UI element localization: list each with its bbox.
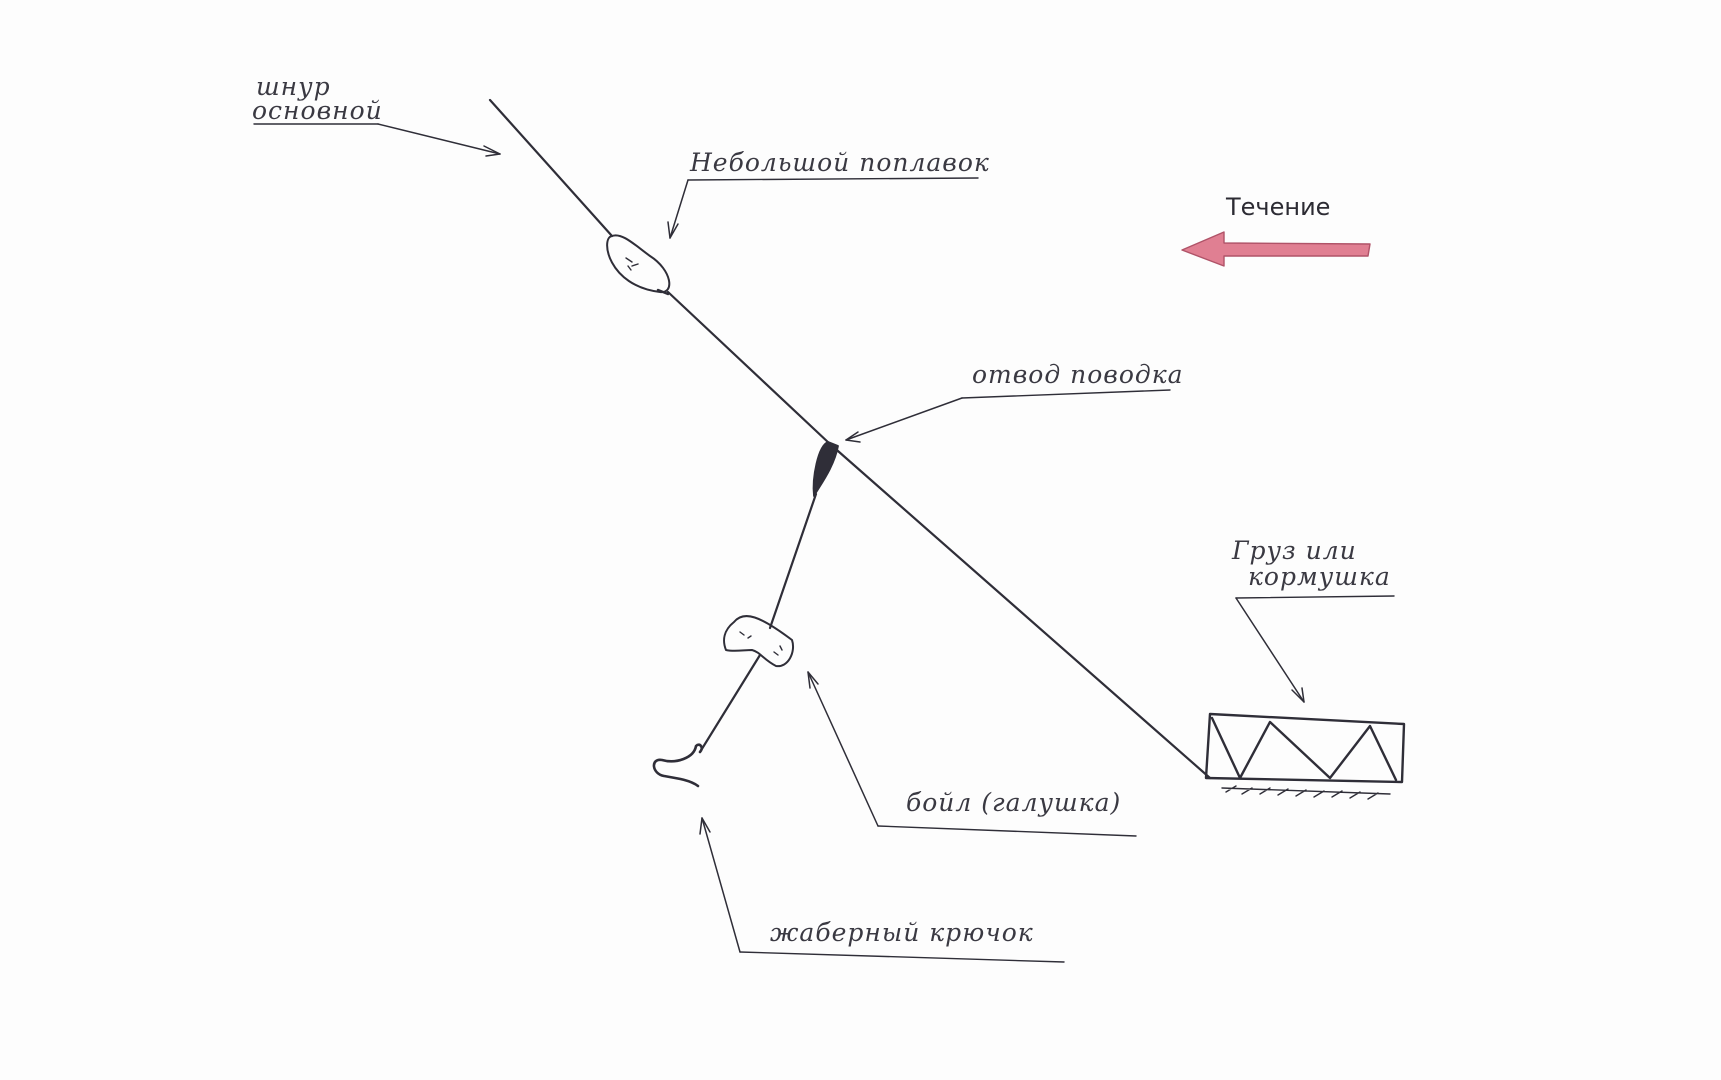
label-boilie: бойл (галушка) <box>906 788 1122 817</box>
hook <box>652 743 703 788</box>
feeder-weight <box>1204 712 1406 800</box>
label-leader-branch: отвод поводка <box>972 360 1184 389</box>
leader <box>698 492 818 754</box>
current-arrow <box>1181 231 1371 267</box>
label-weight-2: кормушка <box>1248 562 1391 591</box>
label-underlines <box>253 123 1395 963</box>
label-weight-1: Груз или <box>1232 536 1357 565</box>
label-pointers <box>377 123 1305 953</box>
label-float: Небольшой поплавок <box>690 148 990 177</box>
label-hook: жаберный крючок <box>770 918 1034 947</box>
label-main-line-2: основной <box>252 96 383 125</box>
boilie <box>723 615 794 668</box>
swivel <box>812 441 839 497</box>
label-main-line-1: шнур <box>256 72 331 101</box>
label-current: Течение <box>1226 193 1331 221</box>
float <box>606 234 671 294</box>
